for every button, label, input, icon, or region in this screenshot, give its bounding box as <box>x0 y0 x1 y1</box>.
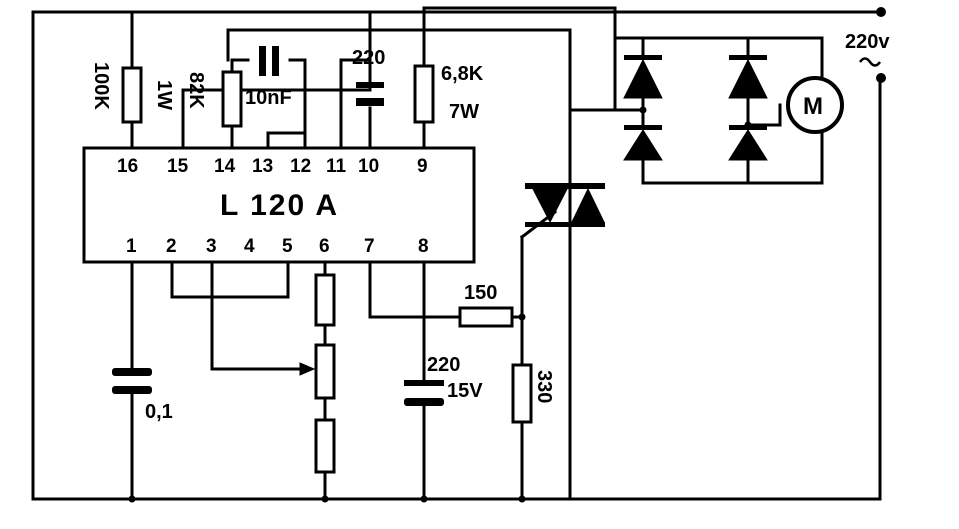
capacitor-220-15v: 220 15V <box>404 354 483 406</box>
potentiometer-chain <box>299 273 336 474</box>
junction-dots <box>128 495 526 503</box>
r-150-label: 150 <box>464 282 497 304</box>
r-82k-label: 82K <box>185 72 207 109</box>
pin-5: 5 <box>282 236 293 257</box>
pin-3: 3 <box>206 236 217 257</box>
pin-16: 16 <box>117 156 138 177</box>
pin-15: 15 <box>167 156 189 177</box>
pin-8: 8 <box>418 236 429 257</box>
triac-icon <box>525 183 605 227</box>
pin-9: 9 <box>417 156 428 177</box>
ac-tilde-icon <box>858 57 882 67</box>
ic-name: L 120 A <box>220 189 339 222</box>
mains-voltage-label: 220v <box>845 31 890 53</box>
bridge-rectifier <box>623 55 768 161</box>
resistor-330: 330 <box>511 363 555 424</box>
pin-2: 2 <box>166 236 177 257</box>
ic-l120a: L 120 A <box>82 146 476 264</box>
ic-bottom-pins: 1 2 3 4 5 6 7 8 <box>126 236 429 257</box>
diode-icon <box>623 55 663 99</box>
wiper-arrow-icon <box>299 362 316 376</box>
diode-icon <box>728 55 768 99</box>
ic-top-pins: 16 15 14 13 12 11 10 9 <box>117 156 428 177</box>
pin-14: 14 <box>214 156 236 177</box>
capacitor-0-1: 0,1 <box>112 368 173 423</box>
c-10nf-label: 10nF <box>245 87 292 109</box>
potentiometer <box>314 343 336 400</box>
pin-13: 13 <box>252 156 273 177</box>
pin-11: 11 <box>326 156 347 177</box>
capacitor-220-top: 220 <box>352 47 385 106</box>
pin-12: 12 <box>290 156 311 177</box>
diode-icon <box>728 125 768 161</box>
resistor-82k: 82K <box>185 70 243 128</box>
pin-7: 7 <box>364 236 375 257</box>
pin-1: 1 <box>126 236 137 257</box>
c-220-top-label: 220 <box>352 47 385 69</box>
capacitor-10nf: 10nF <box>245 46 292 109</box>
motor-label: M <box>803 93 823 120</box>
pin-6: 6 <box>319 236 330 257</box>
c-220-bottom-label: 220 <box>427 354 460 376</box>
pin-4: 4 <box>244 236 255 257</box>
mains-terminals: 220v <box>845 7 890 83</box>
resistor-6k8: 6,8K 7W <box>413 63 484 124</box>
resistor-top <box>314 273 336 327</box>
resistor-150: 150 <box>458 282 526 328</box>
resistor-100k: 100K 1W <box>90 62 175 124</box>
diode-icon <box>623 125 663 161</box>
r-100k-power-label: 1W <box>153 80 175 110</box>
r-6k8-power-label: 7W <box>449 101 479 123</box>
motor-icon: M <box>786 76 844 134</box>
c-01-label: 0,1 <box>145 401 173 423</box>
r-330-label: 330 <box>533 370 555 403</box>
pin-10: 10 <box>358 156 379 177</box>
r-100k-label: 100K <box>90 62 112 110</box>
resistor-bottom <box>314 418 336 474</box>
wiring <box>31 6 882 501</box>
c-220-bottom-voltage: 15V <box>447 380 483 402</box>
r-6k8-label: 6,8K <box>441 63 484 85</box>
